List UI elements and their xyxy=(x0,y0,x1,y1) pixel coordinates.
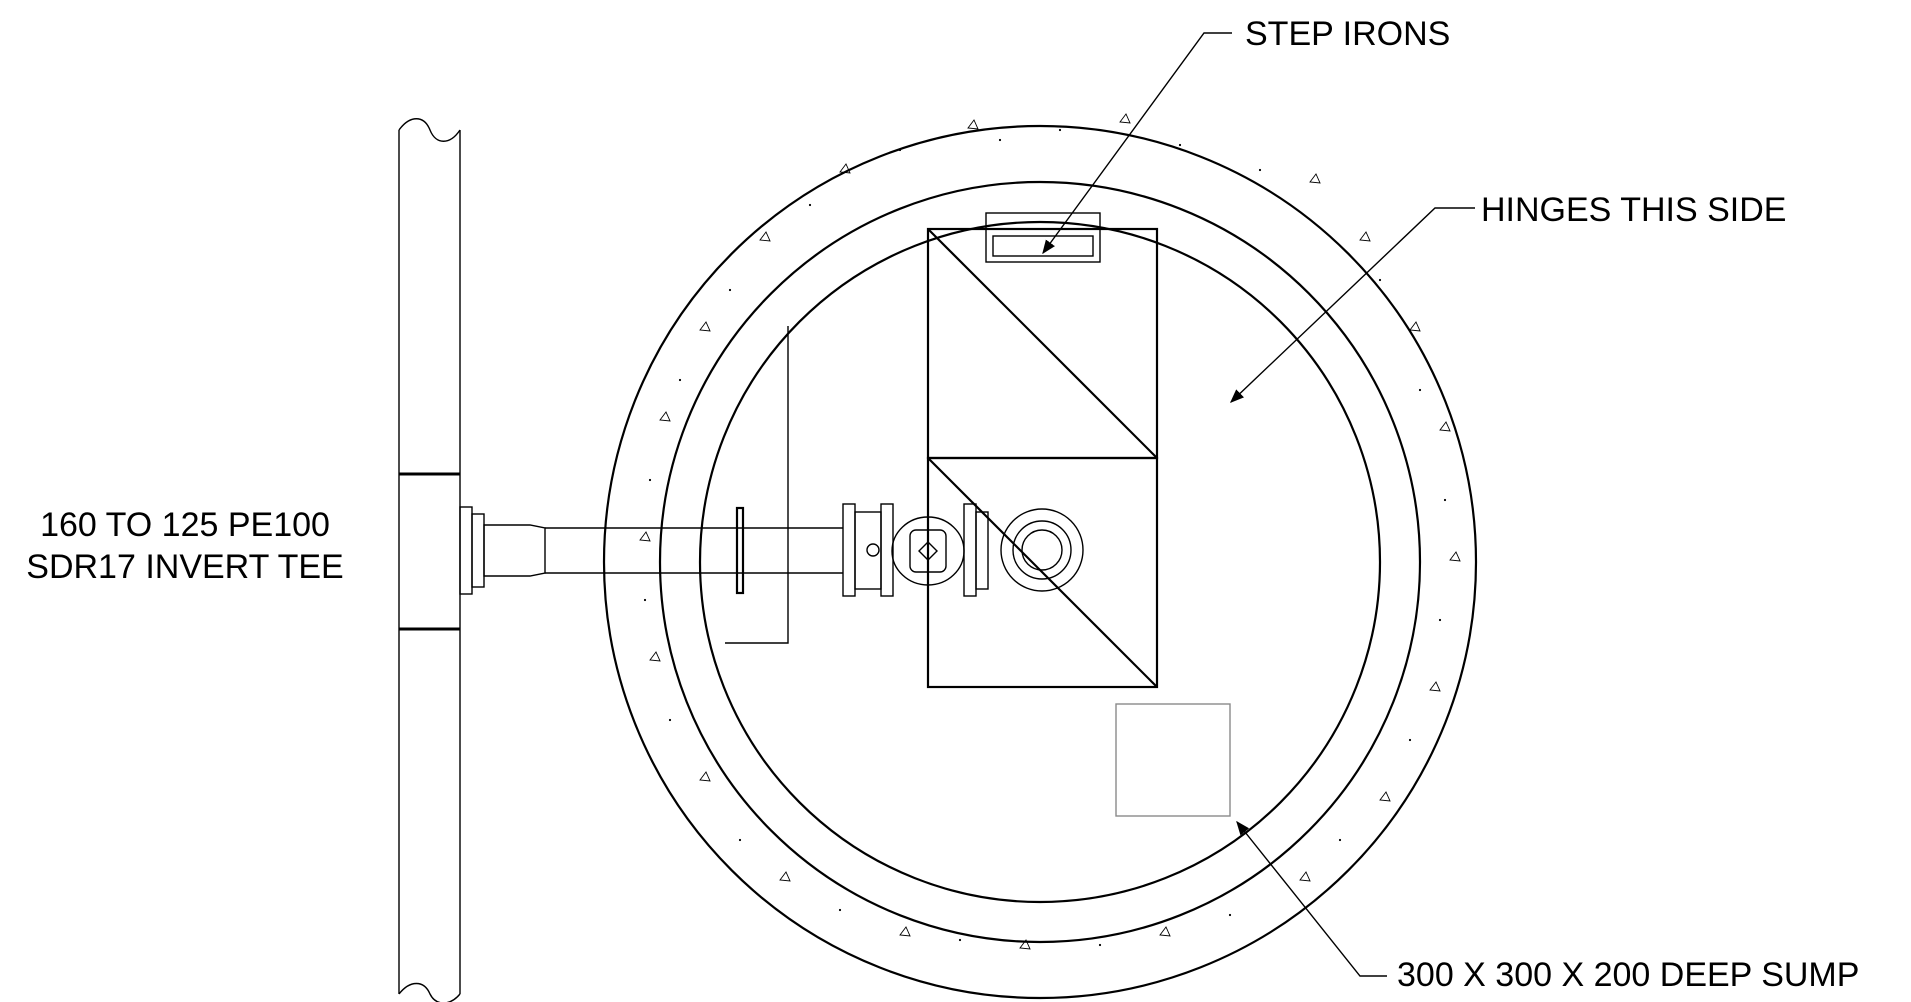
reducer xyxy=(483,524,546,577)
pipe-break-top xyxy=(398,118,461,142)
leaders xyxy=(1042,32,1475,977)
branch-pipeline xyxy=(459,503,1084,597)
cover-diagonal-upper xyxy=(927,228,1158,459)
concrete-hatch-pattern xyxy=(639,113,1461,950)
valve-support-plinth xyxy=(725,326,789,644)
manhole-chamber xyxy=(602,113,1478,1000)
label-invert-tee-line1: 160 TO 125 PE100 xyxy=(40,506,330,544)
label-sump: 300 X 300 X 200 DEEP SUMP xyxy=(1397,956,1859,994)
access-cover xyxy=(926,227,1159,689)
cover-diagonal-lower xyxy=(927,457,1158,688)
bellmouth-inner xyxy=(1021,529,1063,571)
tee-flange xyxy=(459,506,473,595)
concrete-stipple-dots xyxy=(643,128,1447,947)
sump-outline xyxy=(1115,703,1231,817)
outer-concrete-ring xyxy=(602,124,1478,1000)
label-invert-tee-line2: SDR17 INVERT TEE xyxy=(26,548,343,586)
main-pipe xyxy=(398,118,461,1002)
sump-leader xyxy=(1236,820,1387,977)
pipe-break-bottom xyxy=(398,982,461,1002)
inner-concrete-ring xyxy=(658,180,1422,944)
step-irons xyxy=(985,212,1101,263)
step-irons-leader xyxy=(1042,32,1232,255)
valve-flange-left xyxy=(842,503,856,597)
puddle-flange xyxy=(735,506,745,595)
bellmouth-middle xyxy=(1012,520,1072,580)
valve-flange-right xyxy=(963,503,977,597)
chamber-wall xyxy=(698,220,1382,904)
hinges-leader xyxy=(1229,207,1475,403)
label-hinges-this-side: HINGES THIS SIDE xyxy=(1481,191,1786,229)
bellmouth-outer xyxy=(1000,508,1084,592)
label-step-irons: STEP IRONS xyxy=(1245,15,1450,53)
